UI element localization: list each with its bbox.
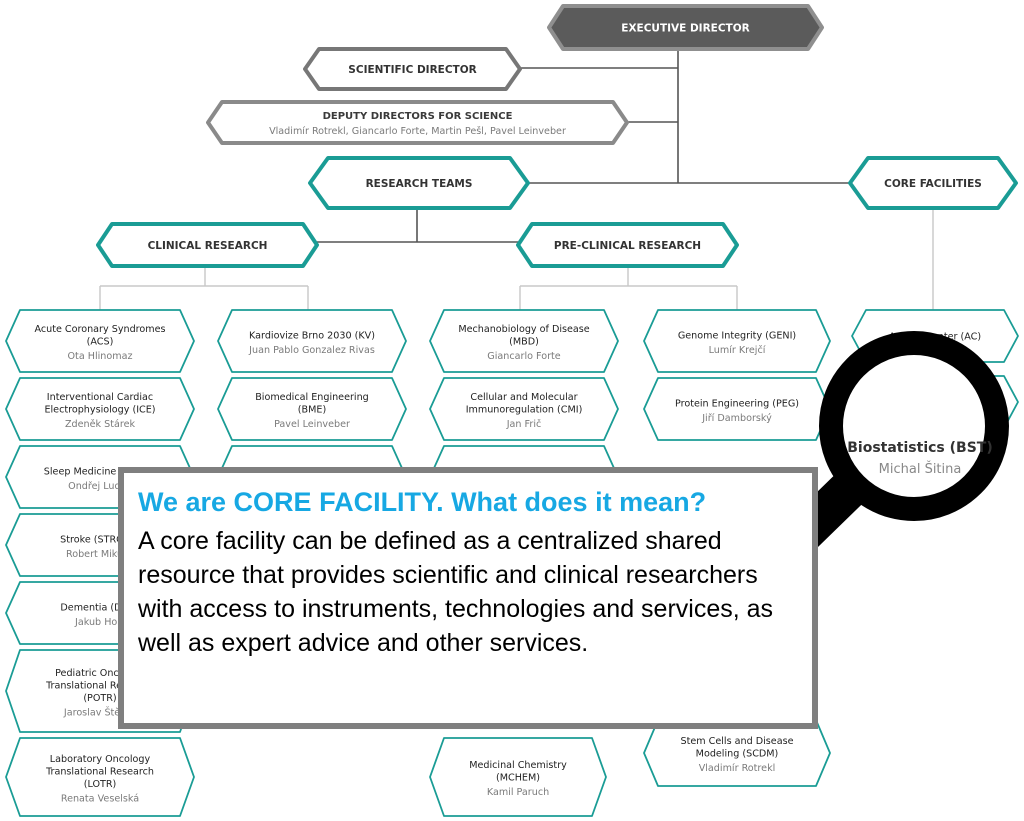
unit-box-acs: Acute Coronary Syndromes (ACS) Ota Hlinoma…	[5, 309, 195, 373]
unit-name: Mechanobiology of Disease	[458, 324, 589, 335]
unit-box-kv: Kardiovize Brno 2030 (KV) Juan Pablo Gonz…	[217, 309, 407, 373]
light-connector-lines	[99, 208, 934, 310]
unit-name: Sleep Medicine (SLEEP)	[44, 466, 156, 477]
unit-box-peg: Protein Engineering (PEG) Jiří Damborský	[643, 377, 831, 441]
unit-name: Kardiovize Brno 2030 (KV)	[249, 330, 375, 341]
unit-box-mbd: Mechanobiology of Disease (MBD) Giancarlo …	[429, 309, 619, 373]
unit-name: (MCHEM)	[496, 773, 540, 784]
deputy-directors-box: DEPUTY DIRECTORS FOR SCIENCE Vladimír Rot…	[206, 100, 629, 145]
callout-title: We are CORE FACILITY. What does it mean?	[138, 487, 707, 517]
unit-box-bme: Biomedical Engineering (BME) Pavel Leinveb…	[217, 377, 407, 441]
callout-box: We are CORE FACILITY. What does it mean?…	[118, 467, 818, 729]
unit-person: Juan Pablo Gonzalez Rivas	[248, 345, 375, 356]
deputy-title: DEPUTY DIRECTORS FOR SCIENCE	[323, 111, 513, 122]
unit-name: Genome Integrity (GENI)	[678, 330, 796, 341]
unit-name: Translational Research	[45, 766, 154, 777]
unit-person: Robert Mikulík	[66, 548, 134, 560]
unit-person: Zdeněk Stárek	[65, 418, 136, 430]
unit-name: Biomedical Engineering	[255, 392, 369, 403]
unit-name: Translational Research	[45, 680, 154, 691]
unit-name: Protein Engineering (PEG)	[675, 398, 799, 409]
unit-name: Cellular and Molecular	[470, 392, 577, 403]
unit-name: Dementia (DEM)	[60, 602, 139, 613]
unit-person: Giancarlo Forte	[487, 351, 560, 362]
unit-person: Ota Hlinomaz	[68, 351, 133, 362]
unit-name: Stroke (STROKE)	[60, 534, 140, 545]
unit-name: (LOTR)	[84, 779, 117, 790]
unit-name: Pediatric Oncology	[55, 668, 145, 679]
unit-box-geni: Genome Integrity (GENI) Lumír Krejčí	[643, 309, 831, 373]
executive-director-box: EXECUTIVE DIRECTOR	[547, 4, 824, 51]
unit-person: Jan Frič	[506, 418, 542, 430]
unit-name: Modeling (SCDM)	[696, 749, 779, 760]
pre-clinical-research-box: PRE-CLINICAL RESEARCH	[516, 222, 739, 268]
core-facilities-box: CORE FACILITIES	[848, 156, 1018, 210]
scientific-director-box: SCIENTIFIC DIRECTOR	[303, 47, 522, 91]
research-teams-box: RESEARCH TEAMS	[308, 156, 530, 210]
unit-name: Electrophysiology (ICE)	[44, 405, 155, 416]
core-facilities-label: CORE FACILITIES	[884, 178, 982, 190]
unit-person: Kamil Paruch	[487, 787, 549, 798]
scientific-director-label: SCIENTIFIC DIRECTOR	[348, 64, 476, 76]
unit-name: (ACS)	[87, 337, 114, 348]
unit-name: Laboratory Oncology	[50, 754, 151, 765]
unit-person: Renata Veselská	[61, 792, 139, 804]
deputy-names: Vladimír Rotrekl, Giancarlo Forte, Marti…	[269, 125, 566, 137]
magnifier-unit-name: Biostatistics (BST)	[847, 440, 992, 456]
clinical-research-label: CLINICAL RESEARCH	[148, 240, 268, 252]
clinical-research-box: CLINICAL RESEARCH	[96, 222, 319, 268]
unit-person: Lumír Krejčí	[709, 344, 766, 356]
unit-name: (POTR)	[83, 693, 116, 704]
unit-name: Stem Cells and Disease	[681, 736, 794, 747]
research-teams-label: RESEARCH TEAMS	[366, 178, 473, 190]
unit-name: Acute Coronary Syndromes	[34, 324, 165, 335]
unit-name: Immunoregulation (CMI)	[466, 405, 583, 416]
unit-person: Jiří Damborský	[701, 412, 772, 424]
unit-name: (BME)	[298, 405, 326, 416]
unit-box-mchem: Medicinal Chemistry (MCHEM) Kamil Paruch	[429, 737, 607, 817]
executive-director-label: EXECUTIVE DIRECTOR	[621, 23, 749, 35]
unit-name: Interventional Cardiac	[47, 392, 153, 403]
unit-person: Jakub Hort	[74, 617, 125, 628]
connector-lines	[317, 48, 850, 243]
unit-name: (MBD)	[509, 337, 539, 348]
unit-name: Medicinal Chemistry	[469, 760, 567, 771]
callout-body: A core facility can be defined as a cent…	[138, 527, 774, 658]
magnifier-unit-person: Michal Šitina	[879, 461, 962, 477]
unit-box-ice: Interventional CardiacElectrophysiology …	[5, 377, 195, 441]
unit-person: Ondřej Ludka	[68, 480, 132, 492]
unit-person: Pavel Leinveber	[274, 419, 350, 430]
unit-person: Vladimír Rotrekl	[699, 762, 776, 774]
unit-person: Jaroslav Štěrba	[63, 705, 136, 718]
pre-clinical-research-label: PRE-CLINICAL RESEARCH	[554, 240, 701, 252]
